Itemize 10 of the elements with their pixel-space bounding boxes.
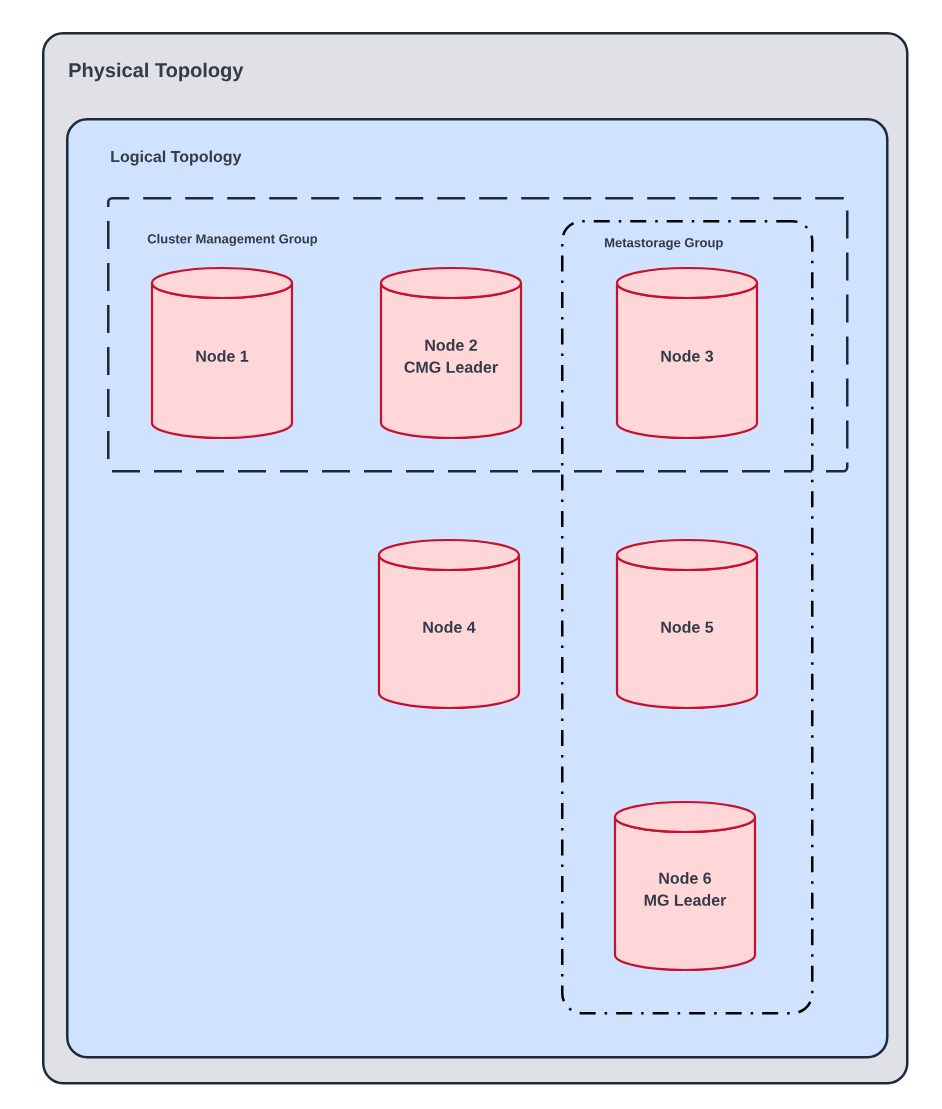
database-cylinder: Node 4 <box>377 538 521 710</box>
group-heading: Physical Topology <box>69 62 244 82</box>
group-heading: Metastorage Group <box>605 238 723 250</box>
database-cylinder: Node 6 MG Leader <box>613 800 757 972</box>
database-cylinder: Node 5 <box>615 538 759 710</box>
group-heading: Cluster Management Group <box>147 233 318 247</box>
group-heading: Logical Topology <box>111 150 242 166</box>
database-cylinder: Node 3 <box>615 266 759 440</box>
database-cylinder: Node 2 CMG Leader <box>379 266 523 440</box>
database-cylinder: Node 1 <box>150 266 294 440</box>
